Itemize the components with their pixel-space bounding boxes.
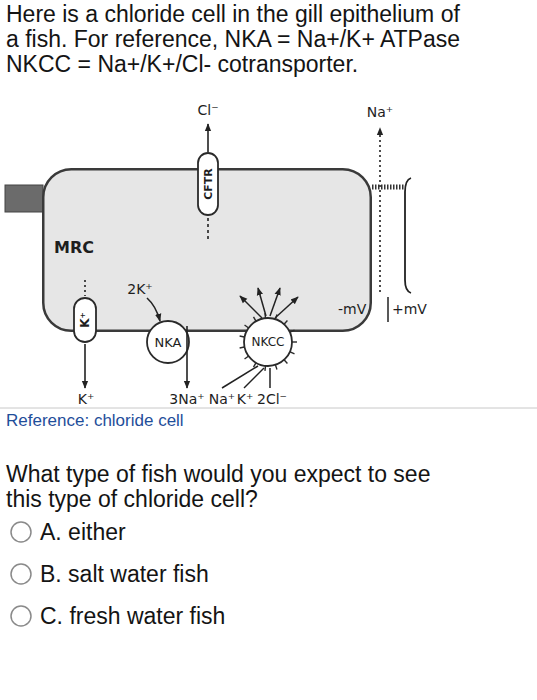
potassium-channel: K⁺ — [73, 297, 97, 343]
cftr-channel: CFTR — [197, 152, 219, 216]
node-label: K⁺ — [78, 312, 92, 328]
radio-button — [11, 522, 31, 542]
chloride-arrow — [207, 124, 209, 152]
cotransport-line — [269, 368, 271, 388]
ion-label: 2K⁺ — [127, 281, 152, 297]
radio-button — [11, 564, 31, 584]
channel-outline — [198, 153, 218, 215]
node-label: NKA — [155, 335, 182, 350]
node-label: CFTR — [202, 168, 215, 200]
voltage-label: -mV — [338, 301, 366, 317]
question-text: What type of fish would you expect to se… — [6, 462, 456, 512]
cotransport-line — [244, 368, 264, 388]
channel-outline — [74, 298, 96, 342]
answer-option: B. salt water fish — [40, 562, 209, 587]
caption-text: Reference: chloride cell — [6, 411, 184, 431]
answer-option: A. either — [40, 520, 126, 545]
answer-option: C. fresh water fish — [40, 604, 225, 629]
nka-pump: NKA — [146, 320, 190, 364]
ion-label: K⁺ — [78, 391, 95, 407]
ion-label: K⁺ — [237, 391, 254, 407]
ion-label: Na⁺ — [209, 391, 235, 407]
neighbor-cell-edge — [405, 178, 411, 293]
node-label: NKCC — [252, 335, 285, 349]
prompt-text: Here is a chloride cell in the gill epit… — [6, 2, 472, 77]
transporter-outline — [244, 318, 292, 366]
tight-junction — [372, 185, 404, 190]
potential-divider — [387, 297, 389, 322]
radio-button — [11, 606, 31, 626]
node-label: MRC — [54, 238, 94, 257]
ion-label: Cl⁻ — [197, 102, 218, 118]
cell-body: MRCCFTRK⁺NKANKCC — [42, 168, 372, 332]
separator-line — [0, 408, 537, 409]
ion-label: Na⁺ — [367, 104, 393, 120]
cotransport-line — [222, 366, 258, 388]
nkcc-cotransporter: NKCC — [243, 317, 293, 367]
ion-label: 3Na⁺ — [169, 391, 204, 407]
sodium-arrow — [379, 128, 381, 292]
pump-outline — [147, 321, 189, 363]
potassium-arrow — [84, 344, 86, 388]
junction-block — [5, 185, 43, 212]
ion-label: 2Cl⁻ — [257, 391, 287, 407]
voltage-label: +mV — [392, 301, 427, 317]
